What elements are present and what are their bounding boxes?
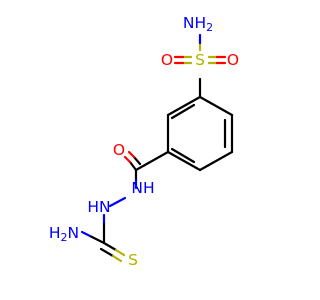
sulfonyl-oxygen-right-label: O	[227, 51, 239, 69]
carbonyl-double-bond-a	[128, 160, 138, 172]
carbonyl-double-bond-b-o	[127, 150, 136, 159]
carbonyl-double-bond-b	[132, 155, 142, 166]
ring-inner-double-bottom-left	[170, 147, 196, 164]
thione-double-bond-a	[102, 241, 118, 252]
thione-sulfur-label: S	[128, 251, 138, 269]
hydrazine-n-n-bond	[108, 196, 127, 208]
carbonyl-double-bond-a-o	[123, 155, 132, 164]
carbonyl-oxygen-label: O	[113, 141, 125, 159]
thiocarbon-to-nh2-bond	[88, 234, 106, 245]
thione-double-bond-a-s	[114, 248, 126, 257]
ring-inner-double-top-left	[170, 103, 196, 120]
benzene-ring	[166, 95, 234, 172]
thioamide-group	[80, 213, 126, 263]
sulfonamide-nh2-label: NH2	[183, 14, 213, 34]
thione-double-bond-b	[99, 247, 115, 258]
ring-to-carbonyl-bond	[134, 150, 170, 172]
thiocarbon-to-nh2-bond-n	[80, 230, 92, 238]
ring-bond-bottom-left	[166, 150, 202, 172]
ring-bond-top-right	[198, 95, 234, 117]
molecule-structure-diagram: NH2 O S O O NH HN H2N S	[49, 14, 239, 269]
thioamide-nh2-label: H2N	[49, 224, 79, 244]
thione-double-bond-b-s	[111, 254, 123, 263]
sulfonyl-oxygen-left-label: O	[161, 51, 173, 69]
hydrazide-nh-left-label: HN	[87, 198, 110, 216]
hydrazide-nh-right-label: NH	[131, 179, 154, 197]
ring-bond-top-left	[166, 95, 202, 117]
ring-bond-bottom-right	[198, 150, 234, 172]
sulfonamide-group	[173, 33, 227, 99]
carbohydrazide-group	[108, 150, 170, 208]
sulfonyl-sulfur-label: S	[195, 51, 205, 69]
